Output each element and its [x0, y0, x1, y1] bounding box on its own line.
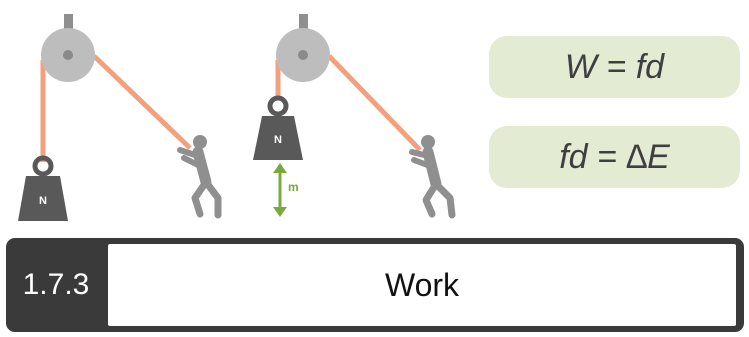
left-pulley-system: N: [18, 14, 218, 221]
distance-arrow-icon: [273, 163, 287, 217]
left-weight-label: N: [39, 195, 47, 207]
section-title: Work: [108, 244, 736, 326]
section-banner: 1.7.3 Work: [6, 238, 744, 332]
right-pulley-system: N m: [253, 14, 452, 217]
right-pulley-hub: [298, 50, 308, 60]
left-pulley-hub: [63, 50, 73, 60]
energy-formula: fd = ∆E: [489, 126, 740, 188]
section-number: 1.7.3: [6, 238, 106, 332]
right-weight-hook: [270, 98, 286, 114]
left-weight-hook: [35, 158, 51, 174]
right-weight-label: N: [274, 134, 282, 146]
distance-label: m: [288, 180, 299, 194]
work-formula: W = fd: [489, 36, 740, 98]
